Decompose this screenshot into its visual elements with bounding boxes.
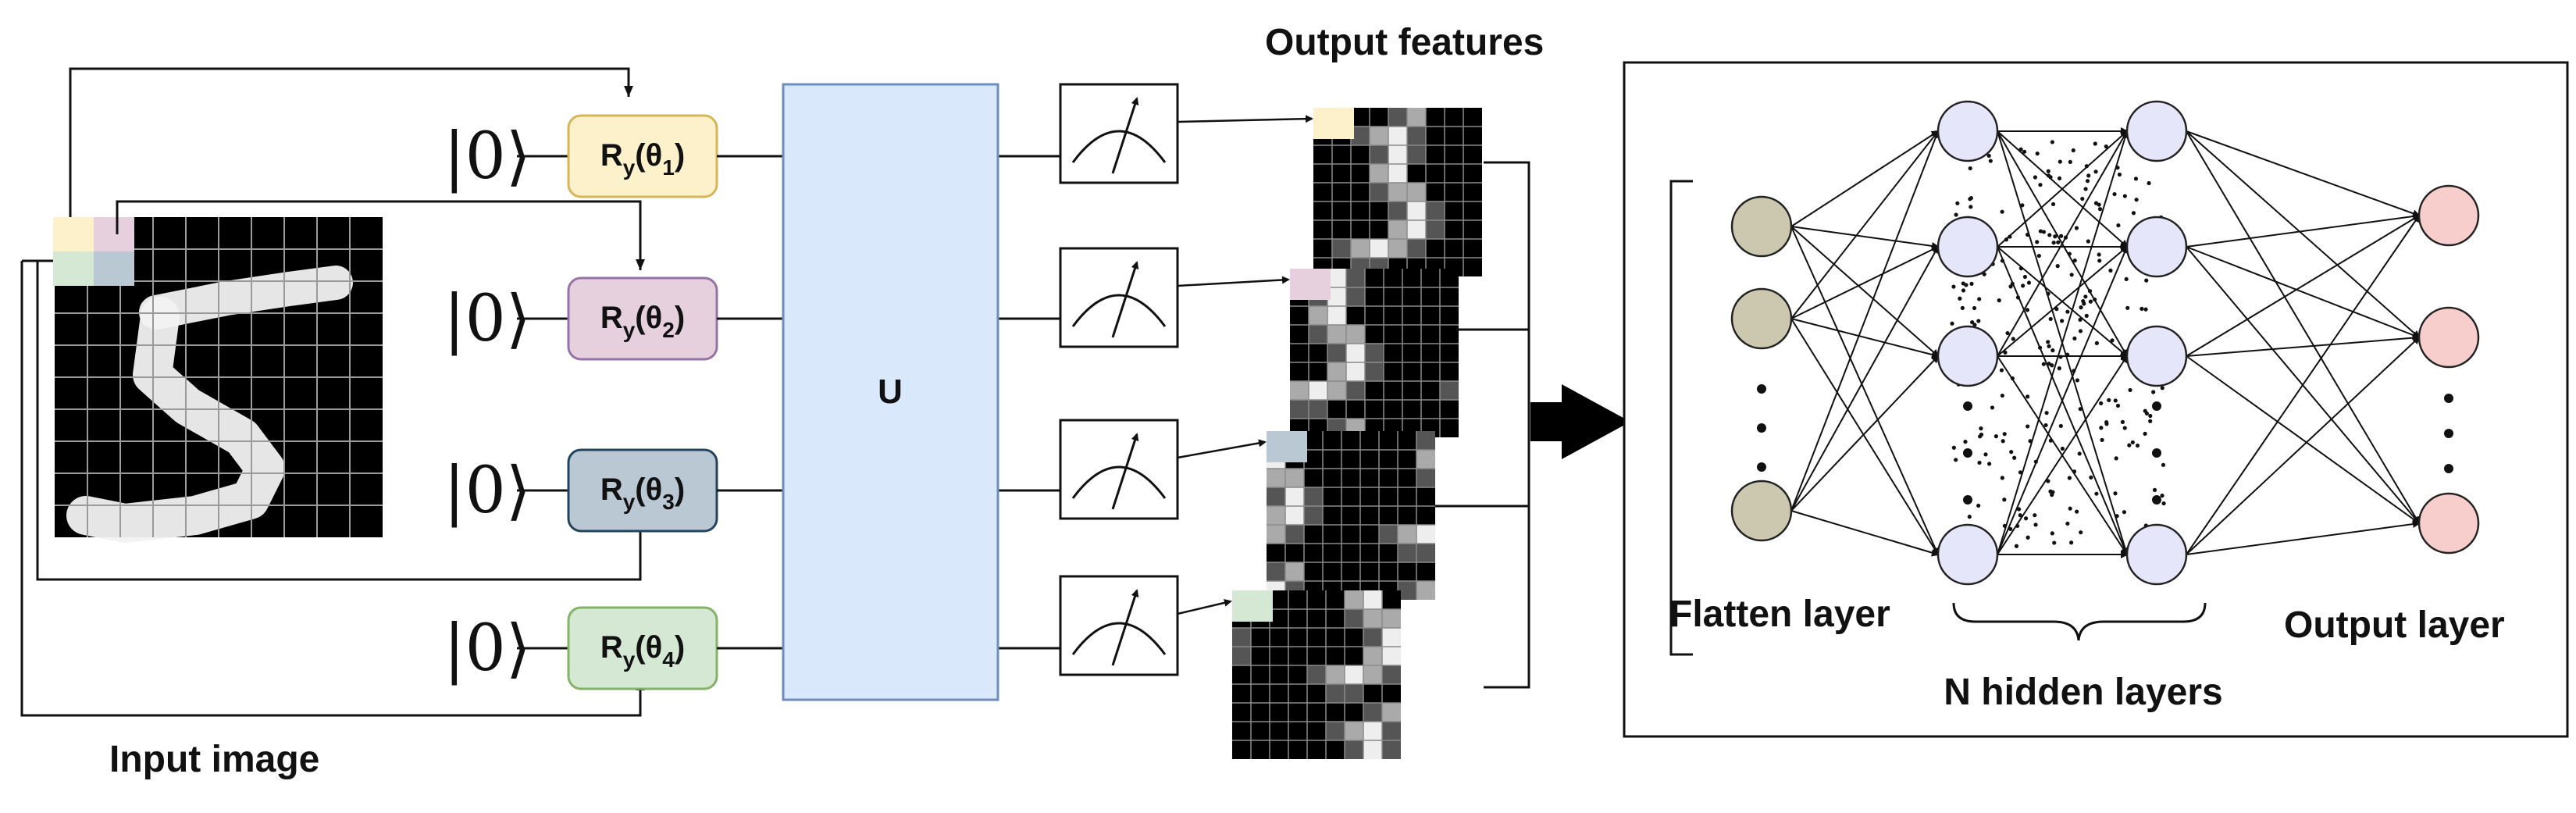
ellipsis-dot-3 xyxy=(2152,401,2161,411)
meter-box-1 xyxy=(1059,83,1179,184)
patch-pixel-3 xyxy=(94,251,134,286)
meter-to-feature-arrow-2 xyxy=(1177,276,1290,287)
unitary-block xyxy=(782,83,999,701)
qubit-row-2: |0⟩ Ry(θ2) xyxy=(444,276,1060,361)
output-feature-maps xyxy=(1232,108,1482,759)
hidden2-node-3 xyxy=(2125,325,2188,387)
feature-map-tag-2 xyxy=(1290,269,1331,300)
meter-to-feature-arrow-4 xyxy=(1177,598,1232,615)
hidden2-node-2 xyxy=(2125,216,2188,278)
measurement-meter-1 xyxy=(1059,83,1313,184)
feature-map-tag-3 xyxy=(1267,431,1307,462)
hidden1-node-1 xyxy=(1936,100,1999,162)
output-node-1 xyxy=(2417,184,2480,247)
ellipsis-dot-4 xyxy=(2444,464,2453,473)
hidden-layers-label: N hidden layers xyxy=(1944,672,2222,713)
flatten-layer-label: Flatten layer xyxy=(1669,594,1890,635)
hidden1-node-3 xyxy=(1936,325,1999,387)
neural-network xyxy=(1730,100,2480,586)
feature-map-tag-4 xyxy=(1232,590,1273,622)
meter-box-2 xyxy=(1059,247,1179,348)
feature-map-1 xyxy=(1313,108,1482,276)
meter-to-feature-arrow-1 xyxy=(1177,115,1313,123)
unitary-label: U xyxy=(878,373,903,411)
meter-to-feature-arrow-3 xyxy=(1177,439,1267,459)
meter-needle-1 xyxy=(1111,97,1139,174)
meter-arc-3 xyxy=(1071,465,1167,499)
flatten-bracket xyxy=(1669,180,1693,656)
ry-gate-label-2: Ry(θ2) xyxy=(600,301,685,342)
ellipsis-dot-2 xyxy=(1963,495,1972,505)
feature-map-4 xyxy=(1232,590,1401,759)
qubit-rows: |0⟩ Ry(θ1) |0⟩ Ry(θ2) |0⟩ Ry(θ3) |0⟩ Ry(θ4) xyxy=(444,114,1060,690)
measurement-meter-2 xyxy=(1059,247,1290,348)
meter-arc-2 xyxy=(1071,294,1167,327)
output-node-2 xyxy=(2417,306,2480,369)
ellipsis-dot-4 xyxy=(2444,429,2453,438)
ellipsis-dot-2 xyxy=(1963,448,1972,458)
input-image-label: Input image xyxy=(109,739,319,780)
ry-gate-label-3: Ry(θ3) xyxy=(600,472,685,514)
hidden2-node-4 xyxy=(2125,523,2188,586)
flatten-node-3 xyxy=(1730,480,1793,542)
ellipsis-dot-1 xyxy=(1757,384,1766,394)
hidden1-node-2 xyxy=(1936,216,1999,278)
big-right-arrow xyxy=(1530,384,1630,459)
flatten-node-1 xyxy=(1730,195,1793,258)
flatten-node-2 xyxy=(1730,287,1793,350)
ellipsis-dot-1 xyxy=(1757,462,1766,472)
qubit-row-1: |0⟩ Ry(θ1) xyxy=(444,114,1060,198)
qubit-row-3: |0⟩ Ry(θ3) xyxy=(444,448,1060,533)
feature-collector-lines xyxy=(1435,161,1530,689)
hidden2-node-1 xyxy=(2125,100,2188,162)
hidden-dropout-dots xyxy=(1950,138,2167,548)
hidden1-node-4 xyxy=(1936,523,1999,586)
ry-gate-label-1: Ry(θ1) xyxy=(600,138,685,180)
ket-zero-3: |0⟩ xyxy=(444,454,531,528)
patch-pixel-4 xyxy=(53,251,94,286)
ellipsis-dot-3 xyxy=(2152,448,2161,458)
ry-gate-label-4: Ry(θ4) xyxy=(600,630,685,672)
meter-arc-4 xyxy=(1071,622,1167,655)
meter-needle-3 xyxy=(1111,433,1139,510)
ellipsis-dot-3 xyxy=(2152,495,2161,505)
measurement-meter-3 xyxy=(1059,419,1267,520)
network-edges xyxy=(1790,127,2421,558)
feature-map-tag-1 xyxy=(1313,108,1354,139)
patch-pixel-2 xyxy=(94,217,134,251)
measurements xyxy=(1059,83,1313,676)
ket-zero-4: |0⟩ xyxy=(444,612,531,686)
feature-map-3 xyxy=(1267,431,1435,600)
meter-needle-2 xyxy=(1111,261,1139,338)
meter-arc-1 xyxy=(1071,130,1167,163)
ellipsis-dot-4 xyxy=(2444,394,2453,403)
digit-five-stroke xyxy=(66,266,353,543)
meter-box-4 xyxy=(1059,575,1179,676)
ket-zero-1: |0⟩ xyxy=(444,119,531,194)
ellipsis-dot-2 xyxy=(1963,401,1972,411)
meter-needle-4 xyxy=(1111,589,1139,666)
encoding-wires xyxy=(20,67,640,717)
output-node-3 xyxy=(2417,492,2480,554)
ket-zero-2: |0⟩ xyxy=(444,282,531,356)
hidden-layers-brace xyxy=(1952,602,2207,641)
classifier-panel xyxy=(1623,61,2569,738)
input-image xyxy=(53,217,383,543)
output-layer-label: Output layer xyxy=(2284,604,2505,646)
measurement-meter-4 xyxy=(1059,575,1232,676)
ellipsis-dot-1 xyxy=(1757,423,1766,433)
patch-pixel-1 xyxy=(53,217,94,251)
qubit-row-4: |0⟩ Ry(θ4) xyxy=(444,606,1060,690)
feature-map-2 xyxy=(1290,269,1459,437)
meter-box-3 xyxy=(1059,419,1179,520)
output-features-label: Output features xyxy=(1265,22,1544,63)
